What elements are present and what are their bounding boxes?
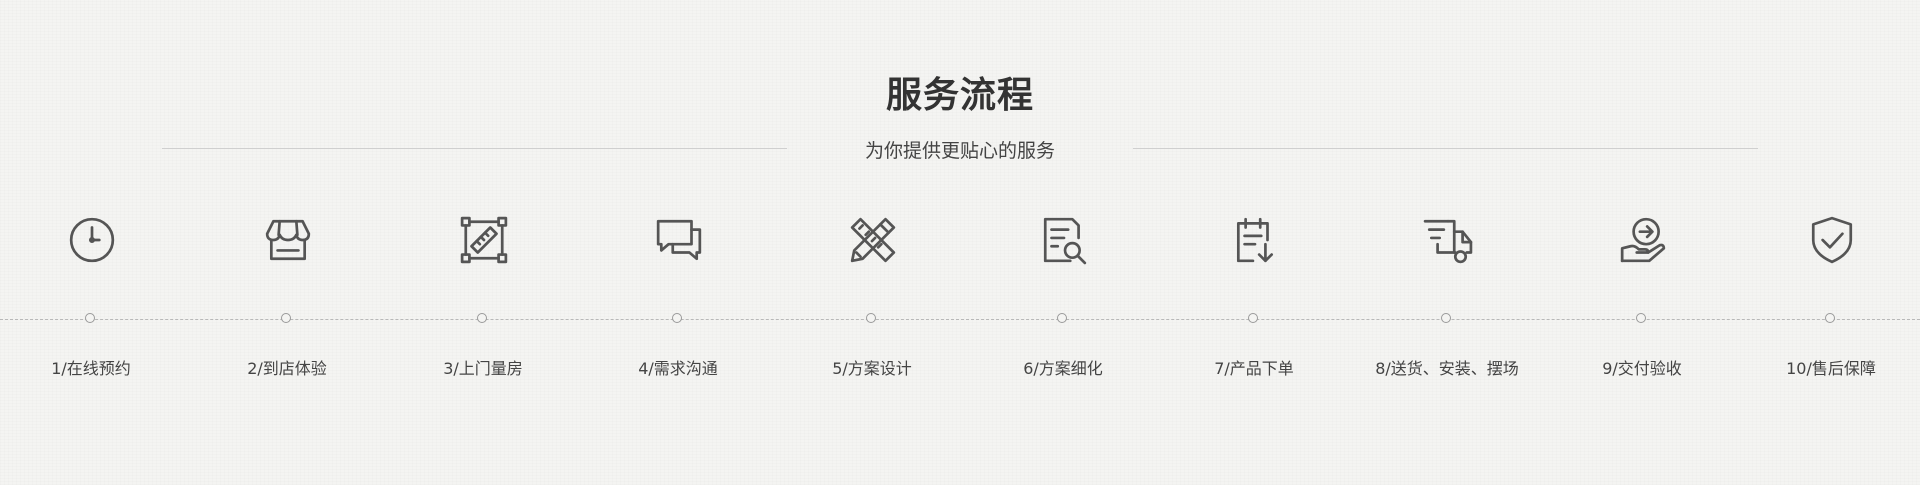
timeline-node — [672, 313, 682, 323]
step-label: 8/送货、安装、摆场 — [1375, 359, 1519, 378]
timeline-node — [1636, 313, 1646, 323]
divider-left — [162, 148, 787, 149]
step-6: 6/方案细化 — [973, 0, 1153, 485]
step-2: 2/到店体验 — [197, 0, 377, 485]
clipboard-download-icon — [1230, 215, 1280, 265]
clock-icon — [67, 215, 117, 265]
step-5: 5/方案设计 — [782, 0, 962, 485]
timeline-node — [1441, 313, 1451, 323]
document-search-icon — [1039, 215, 1089, 265]
pencil-ruler-icon — [848, 215, 898, 265]
page-subtitle: 为你提供更贴心的服务 — [864, 140, 1055, 162]
page-title: 服务流程 — [885, 75, 1034, 116]
step-8: 8/送货、安装、摆场 — [1357, 0, 1537, 485]
step-10: 10/售后保障 — [1741, 0, 1920, 485]
timeline-node — [1057, 313, 1067, 323]
shield-check-icon — [1807, 215, 1857, 265]
step-9: 9/交付验收 — [1552, 0, 1732, 485]
step-7: 7/产品下单 — [1164, 0, 1344, 485]
store-icon — [263, 215, 313, 265]
step-label: 10/售后保障 — [1786, 359, 1876, 378]
step-label: 2/到店体验 — [247, 359, 327, 378]
divider-right — [1133, 148, 1758, 149]
step-label: 1/在线预约 — [51, 359, 131, 378]
timeline-node — [1248, 313, 1258, 323]
timeline-dashed-line — [0, 319, 1920, 320]
step-1: 1/在线预约 — [1, 0, 181, 485]
timeline-node — [477, 313, 487, 323]
step-4: 4/需求沟通 — [588, 0, 768, 485]
step-label: 6/方案细化 — [1023, 359, 1103, 378]
timeline-node — [866, 313, 876, 323]
timeline-node — [281, 313, 291, 323]
step-label: 7/产品下单 — [1214, 359, 1294, 378]
step-label: 5/方案设计 — [832, 359, 912, 378]
step-label: 9/交付验收 — [1602, 359, 1682, 378]
step-label: 3/上门量房 — [443, 359, 523, 378]
step-label: 4/需求沟通 — [638, 359, 718, 378]
hand-arrow-icon — [1618, 215, 1668, 265]
timeline-node — [1825, 313, 1835, 323]
chat-bubbles-icon — [654, 215, 704, 265]
delivery-truck-icon — [1423, 215, 1473, 265]
step-3: 3/上门量房 — [393, 0, 573, 485]
subtitle-row: 为你提供更贴心的服务 — [0, 136, 1920, 164]
timeline-node — [85, 313, 95, 323]
ruler-measure-icon — [459, 215, 509, 265]
